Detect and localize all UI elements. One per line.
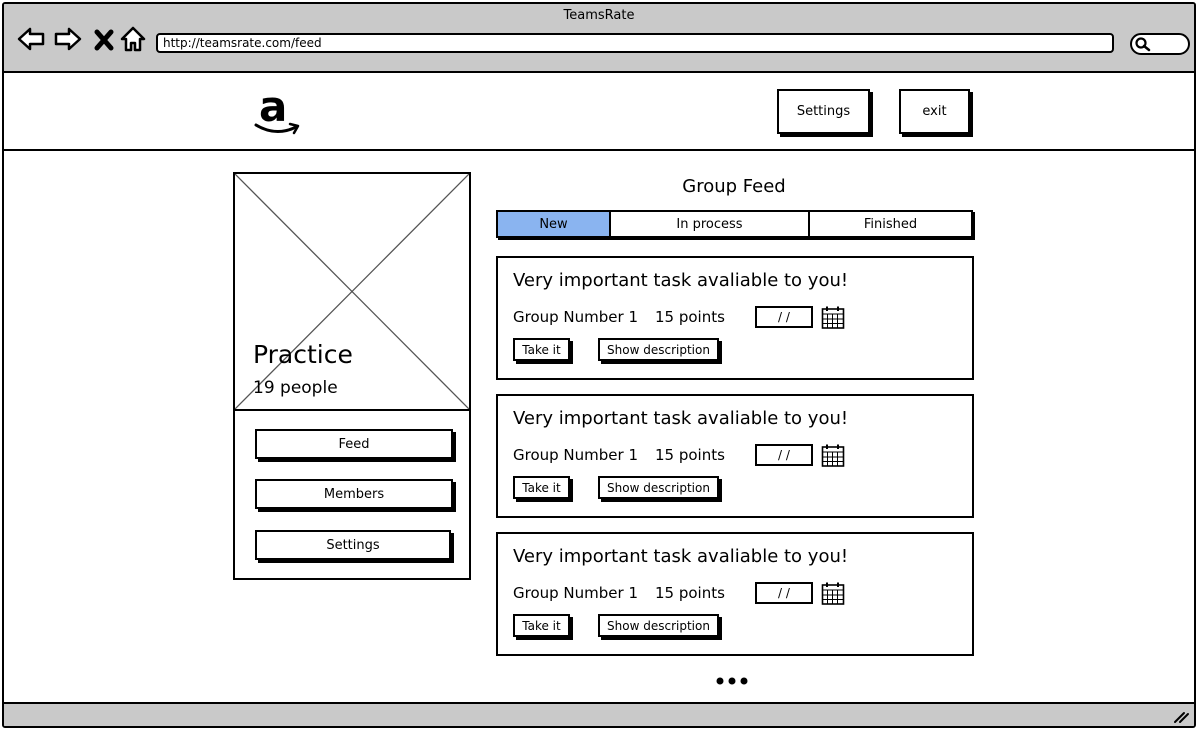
date-field[interactable]: / / bbox=[755, 582, 813, 604]
window-title: TeamsRate bbox=[563, 8, 635, 23]
address-bar[interactable]: http://teamsrate.com/feed bbox=[156, 33, 1114, 53]
search-icon bbox=[1135, 37, 1151, 52]
show-description-button[interactable]: Show description bbox=[598, 476, 719, 499]
date-field[interactable]: / / bbox=[755, 444, 813, 466]
sidebar-item-settings[interactable]: Settings bbox=[255, 530, 451, 560]
browser-search-field[interactable] bbox=[1130, 33, 1190, 55]
calendar-icon[interactable] bbox=[821, 443, 845, 468]
take-it-button[interactable]: Take it bbox=[513, 476, 570, 499]
tab-finished[interactable]: Finished bbox=[863, 216, 918, 232]
group-member-count: 19 people bbox=[253, 378, 338, 398]
task-points: 15 points bbox=[655, 446, 725, 464]
tab-new[interactable]: New bbox=[498, 212, 611, 236]
task-points: 15 points bbox=[655, 584, 725, 602]
app-header: a Settings exit bbox=[4, 73, 1194, 151]
amazon-logo: a bbox=[254, 85, 300, 135]
stop-icon[interactable] bbox=[90, 24, 120, 54]
feed-tabs: New In process Finished bbox=[496, 210, 973, 238]
calendar-icon[interactable] bbox=[821, 581, 845, 606]
settings-button[interactable]: Settings bbox=[777, 89, 870, 134]
forward-icon[interactable] bbox=[53, 24, 83, 54]
task-group: Group Number 1 bbox=[513, 584, 639, 602]
task-title: Very important task avaliable to you! bbox=[513, 408, 849, 429]
task-group: Group Number 1 bbox=[513, 308, 639, 326]
task-points: 15 points bbox=[655, 308, 725, 326]
more-icon[interactable] bbox=[716, 677, 756, 687]
title-bar: TeamsRate http://teamsrate.com/feed bbox=[4, 4, 1194, 73]
task-card: Very important task avaliable to you! Gr… bbox=[496, 532, 974, 656]
take-it-button[interactable]: Take it bbox=[513, 614, 570, 637]
tab-in-process[interactable]: In process bbox=[611, 212, 810, 236]
sidebar-item-members[interactable]: Members bbox=[255, 479, 453, 509]
take-it-button[interactable]: Take it bbox=[513, 338, 570, 361]
show-description-button[interactable]: Show description bbox=[598, 338, 719, 361]
group-name: Practice bbox=[253, 340, 353, 369]
date-field[interactable]: / / bbox=[755, 306, 813, 328]
task-title: Very important task avaliable to you! bbox=[513, 270, 849, 291]
task-card: Very important task avaliable to you! Gr… bbox=[496, 394, 974, 518]
sidebar-item-feed[interactable]: Feed bbox=[255, 429, 453, 459]
back-icon[interactable] bbox=[16, 24, 46, 54]
task-group: Group Number 1 bbox=[513, 446, 639, 464]
task-title: Very important task avaliable to you! bbox=[513, 546, 849, 567]
exit-button[interactable]: exit bbox=[899, 89, 970, 134]
task-card: Very important task avaliable to you! Gr… bbox=[496, 256, 974, 380]
feed-title: Group Feed bbox=[682, 176, 786, 197]
svg-text:a: a bbox=[259, 85, 287, 131]
image-placeholder-icon bbox=[235, 174, 469, 409]
group-image-placeholder: Practice 19 people bbox=[235, 174, 469, 411]
status-bar bbox=[4, 702, 1194, 726]
calendar-icon[interactable] bbox=[821, 305, 845, 330]
resize-grip-icon[interactable] bbox=[1172, 708, 1190, 724]
group-card: Practice 19 people Feed Members Settings bbox=[233, 172, 471, 580]
home-icon[interactable] bbox=[118, 24, 148, 54]
show-description-button[interactable]: Show description bbox=[598, 614, 719, 637]
